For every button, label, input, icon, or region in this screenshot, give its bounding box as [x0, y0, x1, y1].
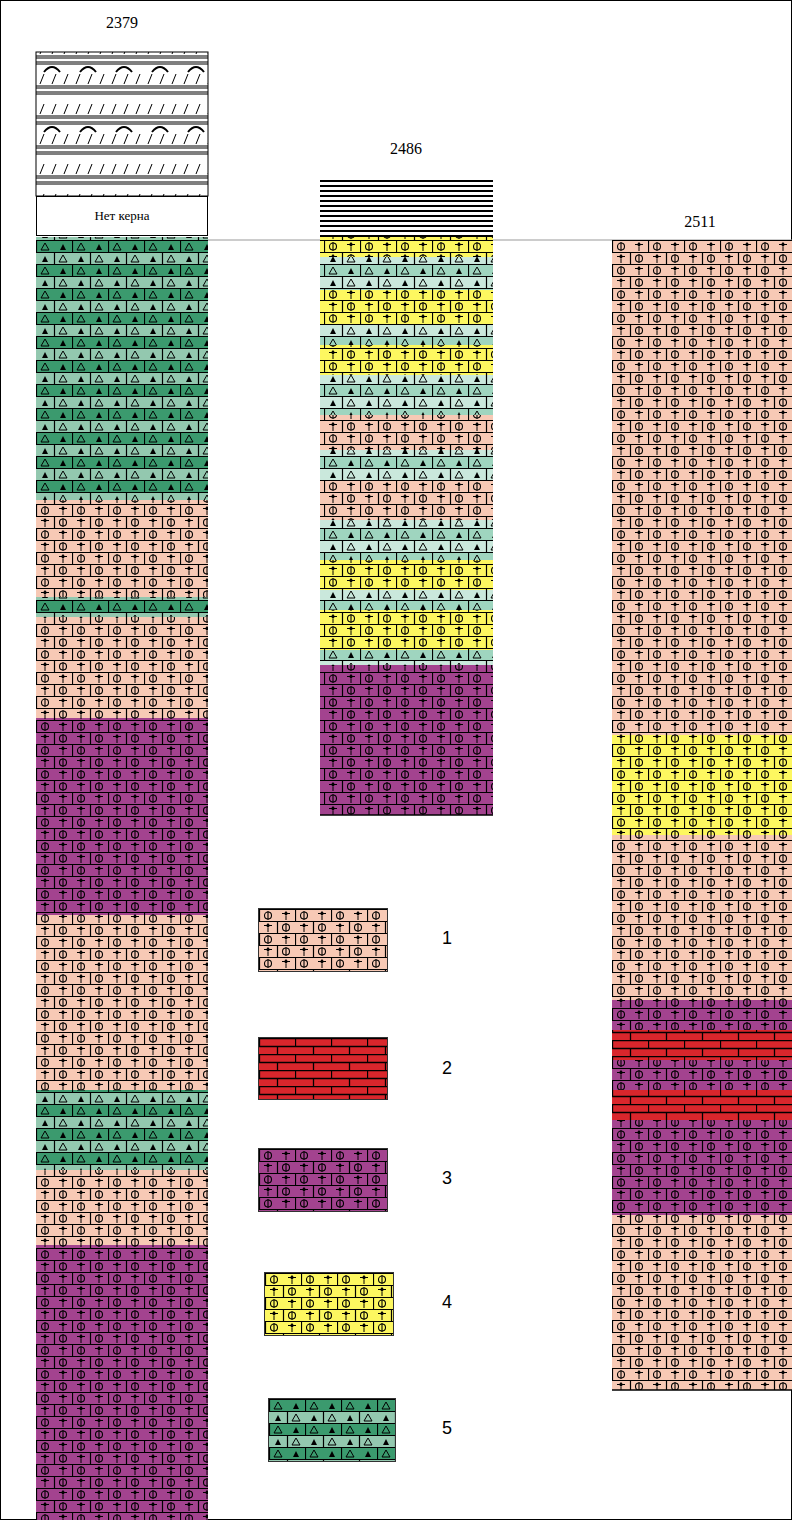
well-number: 2511	[684, 213, 715, 231]
legend-number: 2	[442, 1058, 452, 1079]
legend-swatch	[258, 908, 388, 972]
swatch-pattern	[259, 1038, 388, 1100]
well-number: 2486	[390, 140, 422, 158]
swatch-pattern	[259, 909, 388, 972]
legend-swatch	[264, 1272, 394, 1336]
swatch-pattern	[265, 1273, 394, 1336]
legend-swatch	[258, 1037, 388, 1100]
legend-number: 4	[442, 1292, 452, 1313]
legend-swatch	[258, 1148, 388, 1212]
legend-number: 1	[442, 928, 452, 949]
legend-number: 5	[442, 1418, 452, 1439]
legend-number: 3	[442, 1168, 452, 1189]
swatch-pattern	[269, 1399, 396, 1462]
legend-swatch	[268, 1398, 396, 1462]
swatch-pattern	[259, 1149, 388, 1212]
well-number: 2379	[106, 14, 138, 32]
no-core-box: Нет керна	[36, 196, 208, 236]
node-text: Нет керна	[94, 208, 149, 224]
